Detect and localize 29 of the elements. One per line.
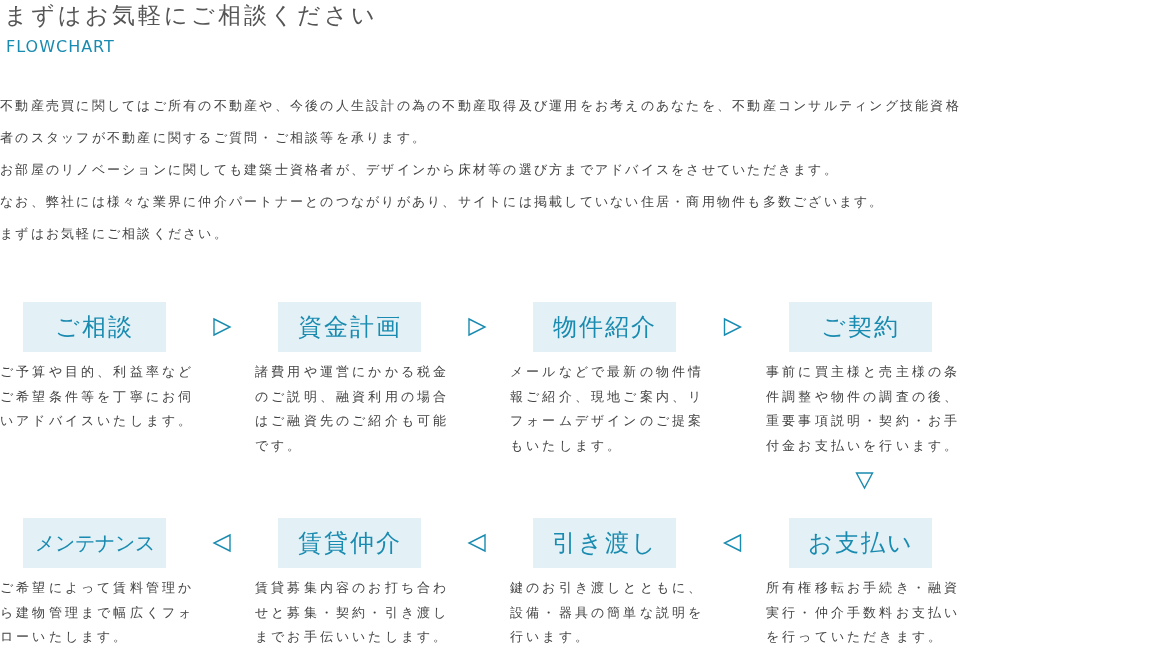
- step-description: ご希望によって賃料管理から建物管理まで幅広くフォローいたします。: [0, 579, 196, 646]
- step-description: 諸費用や運営にかかる税金のご説明、融資利用の場合はご融資先のご紹介も可能です。: [255, 363, 451, 455]
- step-box: お支払い: [789, 518, 932, 568]
- arrow: [468, 317, 487, 337]
- arrow: [723, 317, 743, 337]
- paragraph: まずはお気軽にご相談ください。: [0, 225, 230, 243]
- arrow: [855, 472, 874, 490]
- step-box: 引き渡し: [533, 518, 676, 568]
- step-description: 所有権移転お手続き・融資実行・仲介手数料お支払いを行っていただきます。: [766, 579, 962, 646]
- step-description: ご予算や目的、利益率などご希望条件等を丁寧にお伺いアドバイスいたします。: [0, 363, 196, 430]
- step-box: 資金計画: [278, 302, 421, 352]
- step-box: 賃貸仲介: [278, 518, 421, 568]
- arrow: [213, 317, 232, 337]
- paragraph: 不動産売買に関してはご所有の不動産や、今後の人生設計の為の不動産取得及び運用をお考えのあなたを、不動産コンサルティング技能資格者のスタッフが不動産に関するご質問・ご相談等を承ります。: [0, 97, 962, 147]
- step-box: ご相談: [23, 302, 166, 352]
- arrow: [467, 533, 486, 553]
- subtitle: FLOWCHART: [6, 37, 115, 56]
- step-description: 事前に買主様と売主様の条件調整や物件の調査の後、重要事項説明・契約・お手付金お支払いを行います。: [766, 363, 962, 455]
- step-description: メールなどで最新の物件情報ご紹介、現地ご案内、リフォームデザインのご提案もいたします。: [510, 363, 706, 455]
- step-description: 鍵のお引き渡しとともに、設備・器具の簡単な説明を行います。: [510, 579, 706, 646]
- paragraph: なお、弊社には様々な業界に仲介パートナーとのつながりがあり、サイトには掲載していない住居・商用物件も多数ございます。: [0, 193, 886, 211]
- step-box: メンテナンス: [23, 518, 166, 568]
- step-box: ご契約: [789, 302, 932, 352]
- arrow: [212, 533, 231, 553]
- arrow: [722, 533, 742, 553]
- page-title: まずはお気軽にご相談ください: [4, 1, 378, 30]
- paragraph: お部屋のリノベーションに関しても建築士資格者が、デザインから床材等の選び方までアドバイスをさせていただきます。: [0, 161, 840, 179]
- step-description: 賃貸募集内容のお打ち合わせと募集・契約・引き渡しまでお手伝いいたします。: [255, 579, 451, 646]
- step-box: 物件紹介: [533, 302, 676, 352]
